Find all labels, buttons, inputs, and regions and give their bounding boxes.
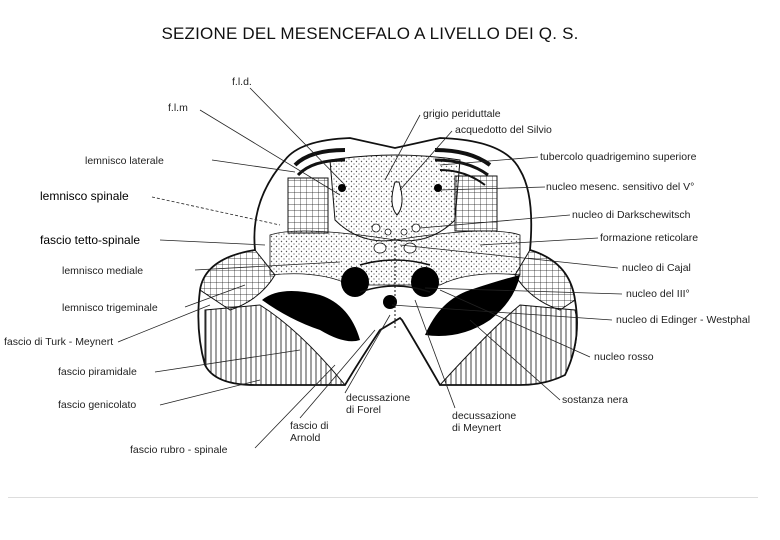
- pyramidal-tract-left: [204, 304, 347, 386]
- label-nucleo-cajal: nucleo di Cajal: [622, 262, 691, 274]
- midline-nuclei: [371, 223, 421, 254]
- label-decuss-meynert: decussazione di Meynert: [452, 410, 517, 434]
- bottom-divider: [8, 497, 758, 498]
- label-tubercolo: tubercolo quadrigemino superiore: [540, 151, 697, 163]
- mesencephalic-v-left: [338, 184, 346, 192]
- label-acquedotto: acquedotto del Silvio: [455, 124, 552, 136]
- label-grigio: grigio periduttale: [423, 108, 501, 120]
- meynert-decussation: [359, 259, 431, 266]
- label-fascio-rubro: fascio rubro - spinale: [130, 444, 228, 456]
- label-lemnisco-trig: lemnisco trigeminale: [62, 302, 158, 314]
- label-sostanza-nera: sostanza nera: [562, 394, 628, 406]
- label-lemnisco-laterale: lemnisco laterale: [85, 155, 164, 167]
- label-lemnisco-spinale: lemnisco spinale: [40, 189, 129, 203]
- label-nucleo-dark: nucleo di Darkschewitsch: [572, 209, 691, 221]
- pyramidal-tract-right: [438, 304, 578, 386]
- page-title: SEZIONE DEL MESENCEFALO A LIVELLO DEI Q.…: [161, 24, 579, 43]
- red-nucleus-right: [411, 267, 439, 297]
- peduncle-grid-right: [514, 249, 576, 311]
- label-decuss-forel: decussazione di Forel: [346, 392, 411, 416]
- label-fascio-tetto: fascio tetto-spinale: [40, 233, 141, 247]
- label-fld: f.l.d.: [232, 76, 252, 88]
- label-flm: f.l.m: [168, 102, 188, 114]
- label-fascio-turk: fascio di Turk - Meynert: [4, 336, 114, 348]
- lateral-lemniscus-left: [287, 177, 329, 234]
- leader-lines: [117, 87, 623, 449]
- substantia-nigra-left: [262, 291, 360, 342]
- label-fascio-arnold: fascio di Arnold: [290, 420, 329, 444]
- red-nucleus-left: [341, 267, 369, 297]
- label-fascio-piramidale: fascio piramidale: [58, 366, 137, 378]
- label-fascio-genicolato: fascio genicolato: [58, 399, 137, 411]
- superior-colliculus-lines: [293, 148, 492, 186]
- label-nucleo-iii: nucleo del III°: [626, 288, 690, 300]
- mesencephalic-v-right: [434, 184, 442, 192]
- aqueduct: [391, 181, 403, 216]
- label-lemnisco-mediale: lemnisco mediale: [62, 265, 144, 277]
- label-nucleo-rosso: nucleo rosso: [594, 351, 654, 363]
- label-nucleo-edinger: nucleo di Edinger - Westphal: [616, 314, 751, 326]
- label-nucleo-mesenc: nucleo mesenc. sensitivo del V°: [546, 181, 695, 193]
- label-formazione: formazione reticolare: [600, 232, 699, 244]
